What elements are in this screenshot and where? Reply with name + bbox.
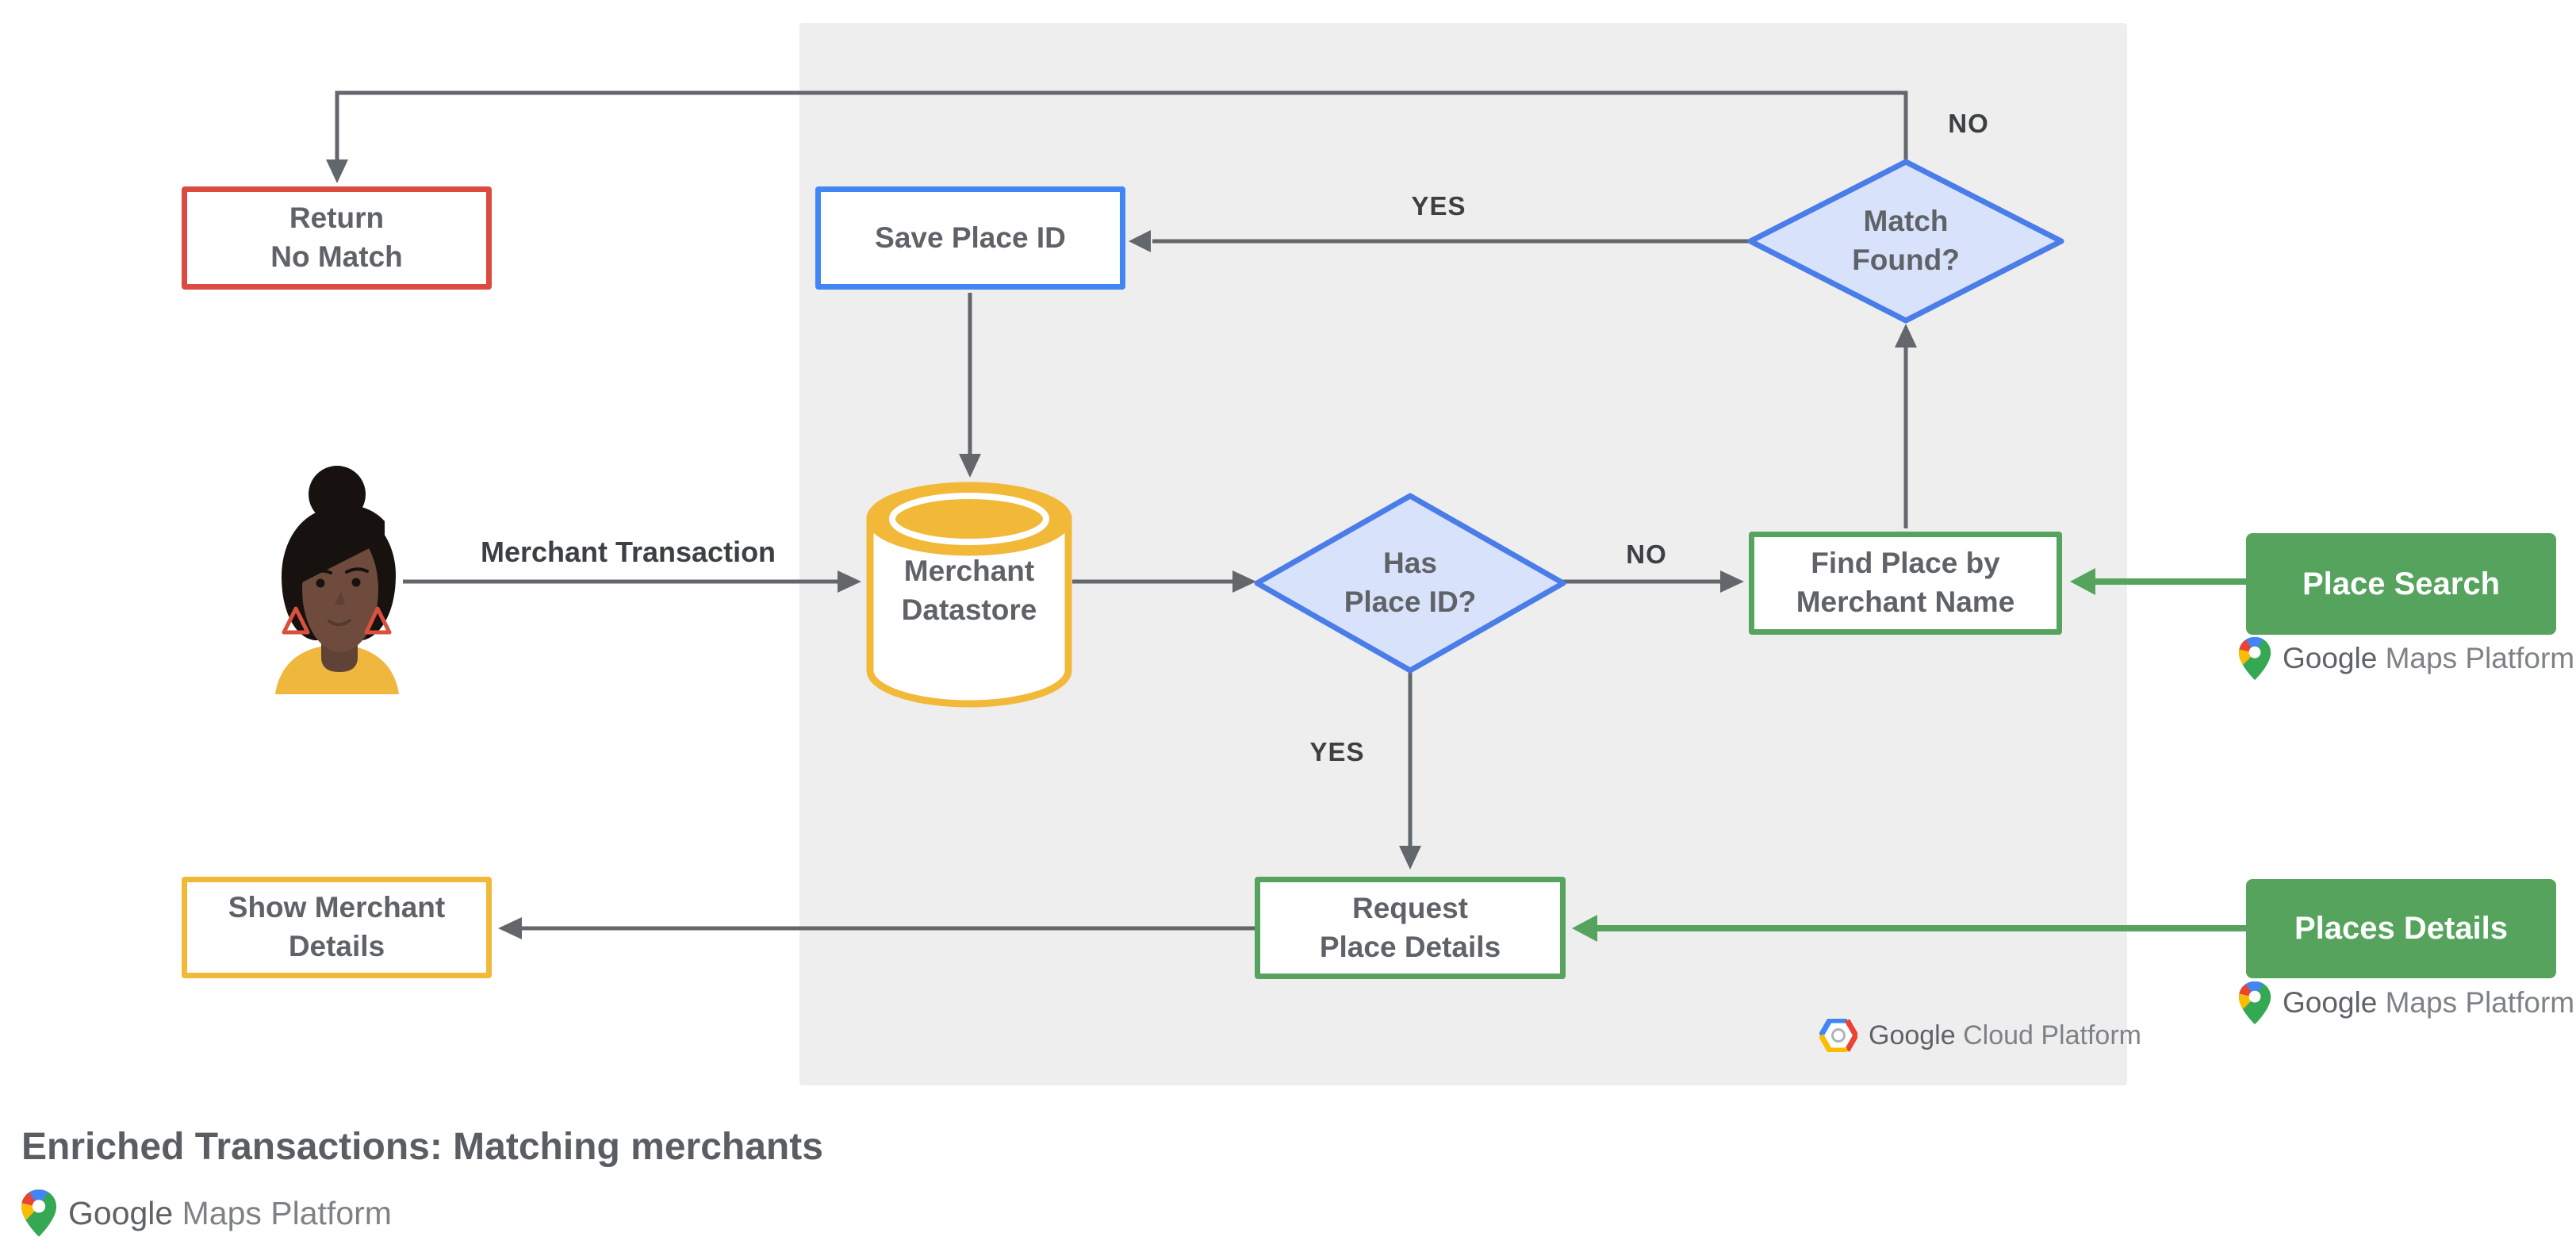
google-maps-platform-wordmark: Google Maps Platform [2283,986,2574,1020]
google-maps-platform-wordmark: Google Maps Platform [2283,642,2574,675]
maps-pin-icon [2238,636,2271,681]
edge-label-match-yes: YES [1411,191,1466,221]
node-label: Find Place by Merchant Name [1796,547,2015,618]
google-wordmark: Google [2283,642,2378,674]
node-label: Show Merchant Details [228,891,446,962]
edge-label-has-no: NO [1626,540,1667,569]
edge-label-match-no: NO [1948,109,1989,138]
node-show-merchant-details: Show Merchant Details [182,877,492,978]
google-cloud-platform-logo: Google Cloud Platform [1819,1019,2141,1052]
google-maps-platform-logo-places-details: Google Maps Platform [2238,981,2574,1025]
node-label: Return No Match [270,202,403,273]
match-found-label: Match Found? [1852,205,1960,276]
node-find-place-by-merchant-name: Find Place by Merchant Name [1749,532,2062,635]
node-request-place-details: Request Place Details [1255,877,1566,979]
maps-platform-wordmark: Maps Platform [2385,986,2575,1019]
api-place-search: Place Search [2246,533,2556,635]
google-wordmark: Google [1869,1020,1956,1050]
google-maps-platform-logo-footer: Google Maps Platform [21,1189,392,1238]
api-places-details: Places Details [2246,879,2556,978]
api-label: Places Details [2294,911,2509,946]
google-maps-platform-wordmark: Google Maps Platform [68,1195,392,1232]
google-cloud-platform-wordmark: Google Cloud Platform [1869,1020,2141,1051]
google-wordmark: Google [2283,986,2378,1019]
user-avatar [275,466,399,694]
maps-platform-wordmark: Maps Platform [182,1194,392,1231]
maps-platform-wordmark: Maps Platform [2385,642,2575,674]
node-label: Request Place Details [1319,891,1501,963]
node-label: Save Place ID [875,221,1066,254]
google-wordmark: Google [68,1194,174,1231]
google-cloud-hexagon-icon [1819,1019,1857,1052]
node-save-place-id: Save Place ID [815,186,1125,290]
api-label: Place Search [2302,566,2501,601]
edge-user-to-datastore [403,570,861,593]
cloud-platform-wordmark: Cloud Platform [1963,1020,2141,1050]
merchant-datastore-label: Merchant Datastore [901,555,1037,626]
google-maps-platform-logo-place-search: Google Maps Platform [2238,636,2574,681]
diagram-title: Enriched Transactions: Matching merchant… [21,1126,823,1168]
node-return-no-match: Return No Match [182,186,492,290]
has-place-id-label: Has Place ID? [1344,547,1477,618]
edge-label-has-yes: YES [1309,737,1365,766]
maps-pin-icon [2238,981,2271,1025]
edge-label-merchant-transaction: Merchant Transaction [480,536,776,568]
maps-pin-icon [21,1189,57,1238]
